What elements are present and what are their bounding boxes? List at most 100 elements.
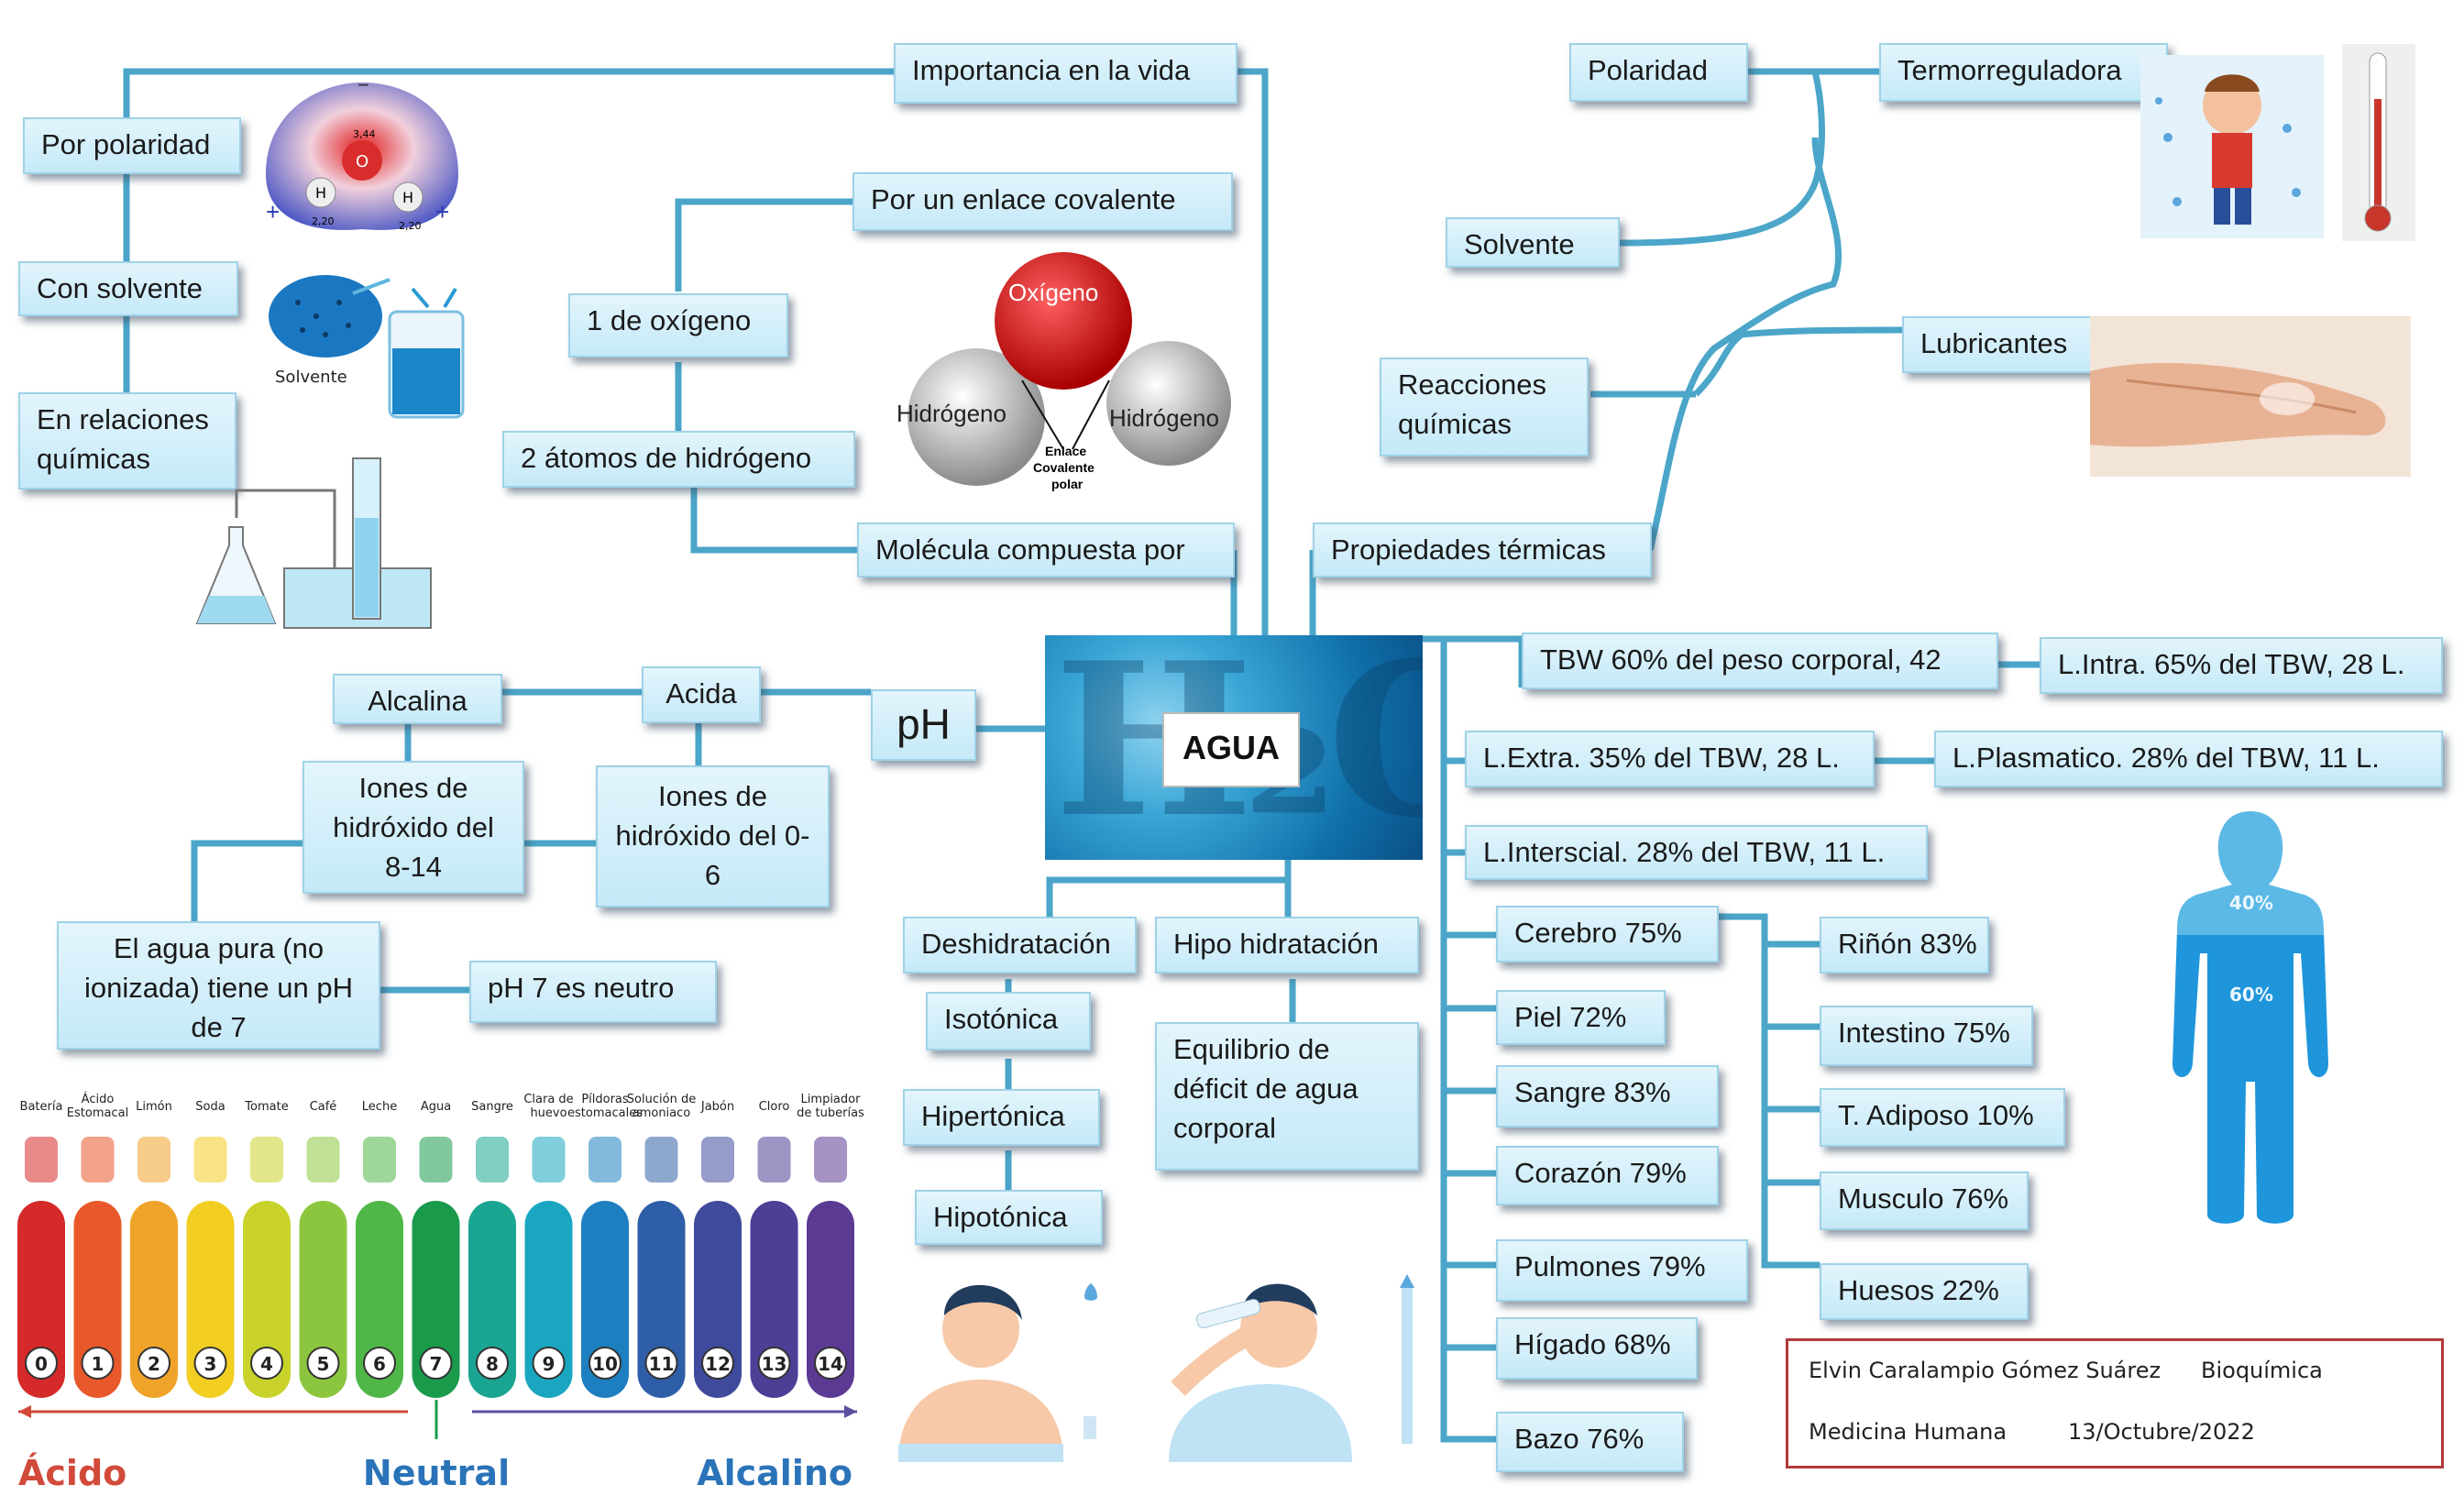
node-l-intra: L.Intra. 65% del TBW, 28 L.	[2040, 637, 2443, 694]
ph-number-circle	[250, 1347, 283, 1380]
solvent-image: Solvente	[269, 275, 465, 419]
author-name: Elvin Caralampio Gómez Suárez	[1809, 1358, 2162, 1383]
solvent-caption: Solvente	[275, 368, 347, 387]
ph-item-icon	[138, 1137, 170, 1182]
node-oxigeno: 1 de oxígeno	[568, 293, 788, 358]
node-hipo-hidratacion: Hipo hidratación	[1155, 917, 1419, 974]
ph-bar-7	[412, 1201, 460, 1398]
ph-number-label: 1	[92, 1353, 104, 1375]
ph-item-label: Solución de	[627, 1093, 696, 1106]
dehydrated-person-image	[898, 1283, 1097, 1462]
node-huesos: Huesos 22%	[1820, 1263, 2029, 1320]
ph-scale-axis-label: Alcalino	[697, 1453, 852, 1493]
ph-item-icon	[532, 1137, 566, 1182]
label-covalente: Covalente	[1033, 460, 1094, 475]
ph-item-label: Café	[310, 1100, 337, 1114]
ph-item-label: Limón	[136, 1100, 172, 1114]
node-con-solvente: Con solvente	[18, 261, 238, 316]
ph-number-label: 0	[35, 1353, 48, 1375]
ph-item-icon	[81, 1137, 115, 1182]
node-ph-neutro: pH 7 es neutro	[469, 961, 717, 1023]
ph-item-icon	[193, 1137, 227, 1182]
ph-item-label: Soda	[195, 1100, 225, 1114]
node-l-extra: L.Extra. 35% del TBW, 28 L.	[1465, 731, 1875, 787]
label-oxigeno: Oxígeno	[1008, 279, 1098, 306]
signature-box: Elvin Caralampio Gómez Suárez Bioquímica…	[1786, 1338, 2444, 1468]
ph-number-circle	[532, 1347, 566, 1380]
ph-number-circle	[138, 1347, 170, 1380]
ph-number-label: 11	[649, 1353, 675, 1375]
ph-item-label: Estomacal	[67, 1106, 128, 1120]
agua-central-image: H₂O AGUA	[1045, 635, 1423, 860]
node-acida: Acida	[642, 666, 761, 723]
ph-number-circle	[588, 1347, 622, 1380]
node-l-plasmatico: L.Plasmatico. 28% del TBW, 11 L.	[1934, 731, 2443, 787]
career-name: Medicina Humana	[1809, 1419, 2008, 1445]
ph-scale-axis-label: Ácido	[18, 1453, 126, 1493]
ph-item-icon	[814, 1137, 847, 1182]
ph-item-label: Sangre	[471, 1100, 513, 1114]
potential-o: 3,44	[353, 128, 376, 140]
ph-item-icon	[419, 1137, 453, 1182]
ph-bar-8	[468, 1201, 516, 1398]
node-iones-0-6: Iones de hidróxido del 0-6	[596, 765, 830, 908]
potential-h-right: 2,20	[399, 220, 422, 232]
node-corazon: Corazón 79%	[1496, 1146, 1719, 1205]
lab-apparatus-image	[195, 457, 432, 629]
ph-number-circle	[81, 1347, 115, 1380]
node-equilibrio: Equilibrio de déficit de agua corporal	[1155, 1022, 1419, 1171]
ph-bar-9	[524, 1201, 573, 1398]
ph-item-icon	[644, 1137, 678, 1182]
node-importancia: Importancia en la vida	[894, 43, 1238, 104]
node-por-polaridad: Por polaridad	[23, 117, 241, 174]
node-adiposo: T. Adiposo 10%	[1820, 1088, 2065, 1147]
potential-h-left: 2,20	[312, 215, 335, 227]
node-rinon: Riñón 83%	[1820, 917, 1989, 974]
ph-item-label: Batería	[20, 1100, 63, 1114]
svg-text:+: +	[266, 198, 280, 226]
node-enlace-covalente: Por un enlace covalente	[852, 172, 1233, 231]
ph-item-label: de tuberías	[797, 1106, 864, 1120]
node-deshidratacion: Deshidratación	[903, 917, 1137, 974]
node-tbw: TBW 60% del peso corporal, 42	[1522, 632, 1998, 689]
node-lubricantes: Lubricantes	[1902, 316, 2095, 373]
lubricant-hand-image	[2090, 316, 2411, 477]
ph-item-label: Clara de	[523, 1093, 573, 1106]
svg-text:H: H	[402, 189, 413, 206]
ph-item-label: Cloro	[759, 1100, 790, 1114]
ph-bar-10	[581, 1201, 629, 1398]
ph-bar-2	[130, 1201, 178, 1398]
ph-number-circle	[476, 1347, 509, 1380]
label-hidrogeno-left: Hidrógeno	[896, 400, 1006, 427]
node-musculo: Musculo 76%	[1820, 1172, 2029, 1230]
svg-text:H: H	[315, 184, 326, 202]
node-piel: Piel 72%	[1496, 990, 1666, 1045]
ph-item-icon	[363, 1137, 396, 1182]
ph-number-circle	[306, 1347, 340, 1380]
ph-number-circle	[644, 1347, 678, 1380]
node-molecula: Molécula compuesta por	[857, 522, 1235, 578]
ph-item-label: Agua	[421, 1100, 451, 1114]
figure-40pct: 40%	[2229, 892, 2273, 914]
ph-bar-5	[299, 1201, 347, 1398]
node-higado: Hígado 68%	[1496, 1317, 1698, 1380]
ph-item-icon	[306, 1137, 340, 1182]
thermometer-image	[2342, 44, 2415, 241]
ph-number-label: 13	[762, 1353, 787, 1375]
ph-item-label: Tomate	[244, 1100, 288, 1114]
ph-item-label: amoniaco	[632, 1106, 691, 1120]
node-reacciones-quimicas: Reacciones químicas	[1380, 358, 1589, 456]
svg-text:−: −	[358, 82, 369, 96]
node-iones-8-14: Iones de hidróxido del 8-14	[302, 761, 524, 894]
drinking-person-image	[1169, 1274, 1414, 1462]
ph-scale-graphic: 0Batería1ÁcidoEstomacal2Limón3Soda4Tomat…	[17, 1092, 864, 1493]
ph-bar-12	[694, 1201, 742, 1398]
label-enlace: Enlace	[1045, 444, 1086, 458]
node-hipertonica: Hipertónica	[903, 1089, 1100, 1146]
ph-item-icon	[250, 1137, 283, 1182]
node-alcalina: Alcalina	[333, 674, 502, 724]
node-solvente: Solvente	[1446, 217, 1620, 268]
node-bazo: Bazo 76%	[1496, 1412, 1684, 1472]
ph-number-circle	[25, 1347, 58, 1380]
